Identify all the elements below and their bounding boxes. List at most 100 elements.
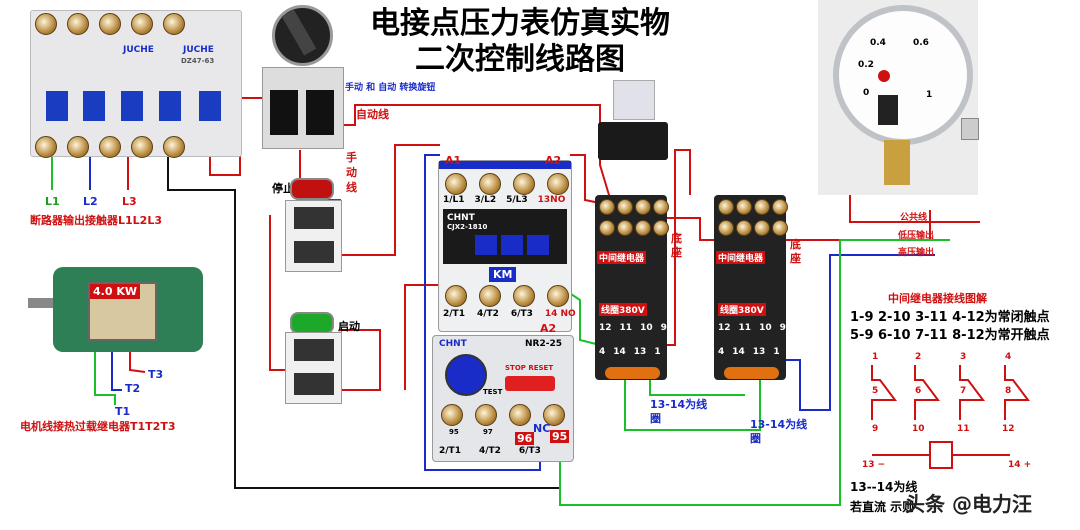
- start-label: 启动: [338, 320, 360, 333]
- legend-top-1: 1: [872, 352, 879, 362]
- blue-wire-high: [770, 254, 935, 411]
- relay1-coil-label: 线圈380V: [599, 303, 647, 316]
- overload-reset-button[interactable]: [505, 376, 555, 391]
- relay-base-1: 中间继电器 线圈380V 12 11 10 9 4 14 13 1: [595, 195, 669, 380]
- legend-top-4: 4: [1005, 352, 1012, 362]
- relay1-coil-note: 13-14为线圈: [650, 398, 708, 425]
- legend-bot-10: 10: [912, 424, 925, 434]
- gauge-scale-02: 0.2: [858, 60, 874, 70]
- breaker-handle-3[interactable]: [121, 91, 143, 121]
- green-wire-km: [564, 289, 601, 346]
- breaker-brand-1: JUCHE: [123, 45, 154, 55]
- legend-title: 中间继电器接线图解: [888, 292, 987, 305]
- stop-button-body: [285, 200, 342, 272]
- overload-96-label: 96: [515, 432, 535, 445]
- relay1-side-label: 底座: [671, 232, 682, 259]
- breaker-handle-4[interactable]: [159, 91, 181, 121]
- red-wire-relay: [660, 149, 691, 346]
- legend-mid-6: 6: [915, 386, 922, 396]
- legend-mid-5: 5: [872, 386, 879, 396]
- breaker-brand-2: JUCHE: [183, 45, 214, 55]
- red-wire-start-out: [340, 329, 381, 391]
- legend-mid-8: 8: [1005, 386, 1012, 396]
- gauge-needle: [878, 70, 890, 82]
- legend-footer-2: 若直流 示则: [850, 500, 915, 514]
- km-bot-t2: 4/T2: [476, 309, 499, 319]
- overload-stop-reset: STOP RESET: [505, 364, 554, 372]
- overload-b3: 6/T3: [518, 446, 541, 456]
- relay2-side-label: 底座: [790, 238, 801, 265]
- km-bot-no: 14 NO: [544, 309, 576, 319]
- relay1-n10: 10: [640, 323, 653, 333]
- gauge-scale-06: 0.6: [913, 38, 929, 48]
- page-subtitle: 二次控制线路图: [415, 42, 625, 77]
- breaker-handle-5[interactable]: [199, 91, 221, 121]
- gauge-low-label: 低压输出: [898, 231, 935, 241]
- gauge-scale-1: 1: [926, 90, 933, 100]
- stop-button[interactable]: [290, 178, 334, 200]
- relay2-n11: 11: [738, 323, 752, 333]
- contactor-km: 1/L1 3/L2 5/L3 13NO CHNT CJX2-1810 KM 2/…: [438, 160, 576, 332]
- legend-nc-line: 1-9 2-10 3-11 4-12为常闭触点: [850, 310, 1050, 325]
- overload-b2: 4/T2: [478, 446, 501, 456]
- relay1-n11: 11: [619, 323, 633, 333]
- breaker-caption: 断路器输出接触器L1L2L3: [30, 214, 162, 227]
- legend-bot-11: 11: [957, 424, 970, 434]
- legend-top-2: 2: [915, 352, 922, 362]
- start-button-body: [285, 332, 342, 404]
- red-wire-start-km: [340, 144, 440, 256]
- overload-brand: CHNT: [439, 339, 467, 349]
- overload-dial[interactable]: [445, 354, 487, 396]
- legend-top-3: 3: [960, 352, 967, 362]
- overload-n95: 95: [449, 428, 459, 436]
- km-top-t2: 3/L2: [474, 195, 497, 205]
- contactor-tag: KM: [489, 267, 517, 282]
- km-top-no: 13NO: [537, 195, 566, 205]
- relay2-base-label: 中间继电器: [716, 251, 766, 264]
- legend-bot-12: 12: [1002, 424, 1015, 434]
- switch-caption: 手动 和 自动 转换旋钮: [345, 83, 436, 93]
- km-bot-t1: 2/T1: [443, 309, 465, 319]
- plug-in-relay: [598, 80, 668, 165]
- gauge-high-label: 高压输出: [898, 248, 935, 258]
- contactor-model: CJX2-1810: [447, 223, 488, 231]
- motor: 4.0 KW: [28, 262, 203, 357]
- relay2-n12: 12: [718, 323, 731, 333]
- red-wire-auto: [320, 104, 613, 206]
- green-wire-t1: [94, 340, 116, 405]
- overload-model: NR2-25: [525, 339, 562, 349]
- breaker-handle-2[interactable]: [83, 91, 105, 121]
- km-top-t3: 5/L3: [506, 195, 528, 205]
- start-button[interactable]: [290, 312, 334, 334]
- motor-power: 4.0 KW: [90, 284, 140, 299]
- auto-line-label: 自动线: [356, 108, 389, 121]
- breaker-handle-1[interactable]: [46, 91, 68, 121]
- green-wire-coil-a: [624, 370, 761, 431]
- overload-95-label: 95: [550, 430, 570, 443]
- breaker-model: DZ47-63: [181, 57, 215, 65]
- relay2-b14: 14: [732, 347, 745, 357]
- legend-mid-7: 7: [960, 386, 967, 396]
- relay1-b14: 14: [613, 347, 626, 357]
- overload-test[interactable]: TEST: [483, 388, 503, 396]
- relay1-b4: 4: [599, 347, 606, 357]
- overload-b1: 2/T1: [439, 446, 461, 456]
- legend-no-line: 5-9 6-10 7-11 8-12为常开触点: [850, 328, 1050, 343]
- coil-a1-label: A1: [445, 154, 462, 167]
- legend-coil-minus: 13 −: [862, 460, 886, 470]
- relay-base-2: 中间继电器 线圈380V 12 11 10 9 4 14 13 1: [714, 195, 788, 380]
- coil-a2-top-label: A2: [545, 154, 562, 167]
- legend-footer-1: 13--14为线: [850, 480, 918, 494]
- relay2-n9: 9: [779, 323, 786, 333]
- motor-caption: 电机线接热过载继电器T1T2T3: [20, 420, 176, 433]
- km-top-t1: 1/L1: [443, 195, 465, 205]
- km-bot-t3: 6/T3: [510, 309, 533, 319]
- relay2-b1: 1: [773, 347, 780, 357]
- phase-l2-label: L2: [83, 195, 98, 208]
- phase-l3-label: L3: [122, 195, 137, 208]
- manual-line-label: 手动线: [346, 151, 357, 194]
- selector-switch[interactable]: [262, 5, 344, 150]
- relay1-b13: 13: [633, 347, 647, 357]
- relay1-base-label: 中间继电器: [597, 251, 647, 264]
- relay1-n12: 12: [599, 323, 612, 333]
